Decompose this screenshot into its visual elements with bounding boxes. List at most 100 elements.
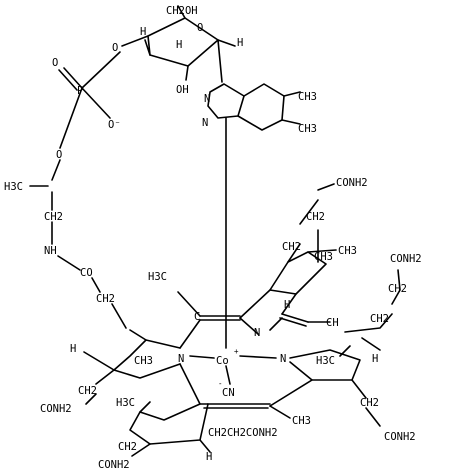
- label-n-bim1: N: [204, 93, 210, 105]
- label-ch3-top2: CH3: [338, 245, 357, 257]
- label-o-minus: O⁻: [108, 119, 121, 131]
- bond: [199, 439, 211, 453]
- bond: [91, 277, 101, 293]
- label-cn-minus: -: [218, 379, 223, 388]
- label-ch3-top1: CH3: [314, 251, 333, 263]
- bond: [121, 35, 149, 47]
- label-ch2-a: CH2: [306, 211, 325, 223]
- bond: [129, 329, 147, 341]
- bond: [391, 269, 401, 305]
- bond: [239, 317, 259, 335]
- label-conh2-C: CONH2: [384, 431, 416, 443]
- bond: [269, 317, 283, 331]
- bond: [269, 379, 313, 407]
- label-ch-meso2: CH: [326, 317, 339, 329]
- label-conh2-right: CONH2: [390, 253, 422, 265]
- bond: [83, 351, 115, 371]
- label-n-right: N: [280, 353, 286, 365]
- label-o-ring: O: [197, 22, 203, 34]
- bond: [81, 51, 121, 89]
- label-ch2-lower: CH2: [96, 293, 115, 305]
- label-h-ringC: H: [372, 353, 378, 365]
- label-co: CO: [80, 267, 93, 279]
- bond: [361, 337, 381, 351]
- label-c-meso: C: [194, 311, 200, 323]
- label-h3c-left: H3C: [4, 181, 23, 193]
- bond: [351, 379, 367, 399]
- label-conh2-D: CONH2: [98, 459, 130, 471]
- bond: [239, 289, 271, 319]
- bond: [57, 255, 81, 271]
- bonds: [29, 5, 401, 457]
- bond: [317, 183, 335, 191]
- label-o-double: O: [52, 57, 58, 69]
- label-h-left: H: [140, 26, 146, 38]
- bond: [299, 199, 319, 225]
- bond: [344, 313, 393, 333]
- bond: [58, 67, 83, 91]
- bond: [281, 293, 297, 315]
- bond: [85, 393, 97, 405]
- label-ch3-ringA: CH3: [134, 355, 153, 367]
- label-h3c-ringC: H3C: [316, 355, 335, 367]
- label-h3c-meso: H3C: [148, 271, 167, 283]
- label-p: P: [77, 85, 83, 97]
- label-n-left: N: [178, 353, 184, 365]
- label-ch2-D: CH2: [118, 441, 137, 453]
- label-ch2-b: CH2: [282, 241, 301, 253]
- atom-labels: CH2OH O H H H OH O O P O⁻ O H3C CH2 NH C…: [4, 5, 422, 471]
- label-oh: OH: [176, 84, 189, 96]
- bond: [113, 339, 181, 379]
- label-ch2-C2: CH2: [360, 397, 379, 409]
- label-o-ester: O: [112, 42, 118, 54]
- bond: [279, 313, 309, 327]
- label-ch3-bim1: CH3: [298, 91, 317, 103]
- bond: [287, 243, 301, 263]
- bond: [269, 405, 291, 419]
- bond: [281, 119, 301, 125]
- label-h3c-ringD: H3C: [116, 397, 135, 409]
- label-ch3-bim2: CH3: [298, 123, 317, 135]
- bond: [51, 159, 61, 181]
- label-cn: CN: [222, 387, 235, 399]
- label-n-upper: N: [254, 327, 260, 339]
- bond: [147, 17, 219, 67]
- bond: [199, 315, 241, 321]
- label-h-ringD: H: [206, 451, 212, 463]
- label-ch2-left-ring: CH2: [370, 313, 389, 325]
- label-ch2-A2: CH2: [78, 385, 97, 397]
- bond: [217, 39, 236, 47]
- bond: [111, 303, 127, 329]
- bond: [177, 5, 186, 19]
- bond: [95, 369, 115, 385]
- bond: [179, 319, 201, 349]
- label-o-link: O: [56, 149, 62, 161]
- bond: [217, 39, 223, 83]
- label-ch2-right: CH2: [388, 283, 407, 295]
- label-h-mid: H: [176, 39, 182, 51]
- bond: [207, 83, 245, 119]
- bond: [307, 249, 337, 253]
- bond: [131, 443, 151, 457]
- label-ch2oh: CH2OH: [166, 5, 198, 17]
- bond: [283, 91, 301, 97]
- label-h-right: H: [237, 37, 243, 49]
- bond: [239, 355, 277, 359]
- bond: [225, 365, 231, 385]
- bond: [59, 87, 83, 149]
- bond: [144, 39, 151, 56]
- label-ch3-ringD: CH3: [292, 415, 311, 427]
- bond: [269, 251, 327, 295]
- bond: [81, 87, 111, 119]
- label-h-ringB: H: [284, 299, 290, 311]
- bond: [179, 363, 271, 409]
- bond: [365, 407, 381, 427]
- bond: [139, 401, 151, 413]
- label-conh2-top: CONH2: [336, 177, 368, 189]
- label-co-atom: Co: [216, 355, 229, 367]
- label-nh: NH: [44, 245, 57, 257]
- label-h-ringA: H: [70, 343, 76, 355]
- label-ch2-left: CH2: [44, 211, 63, 223]
- label-n-bim2: N: [202, 117, 208, 129]
